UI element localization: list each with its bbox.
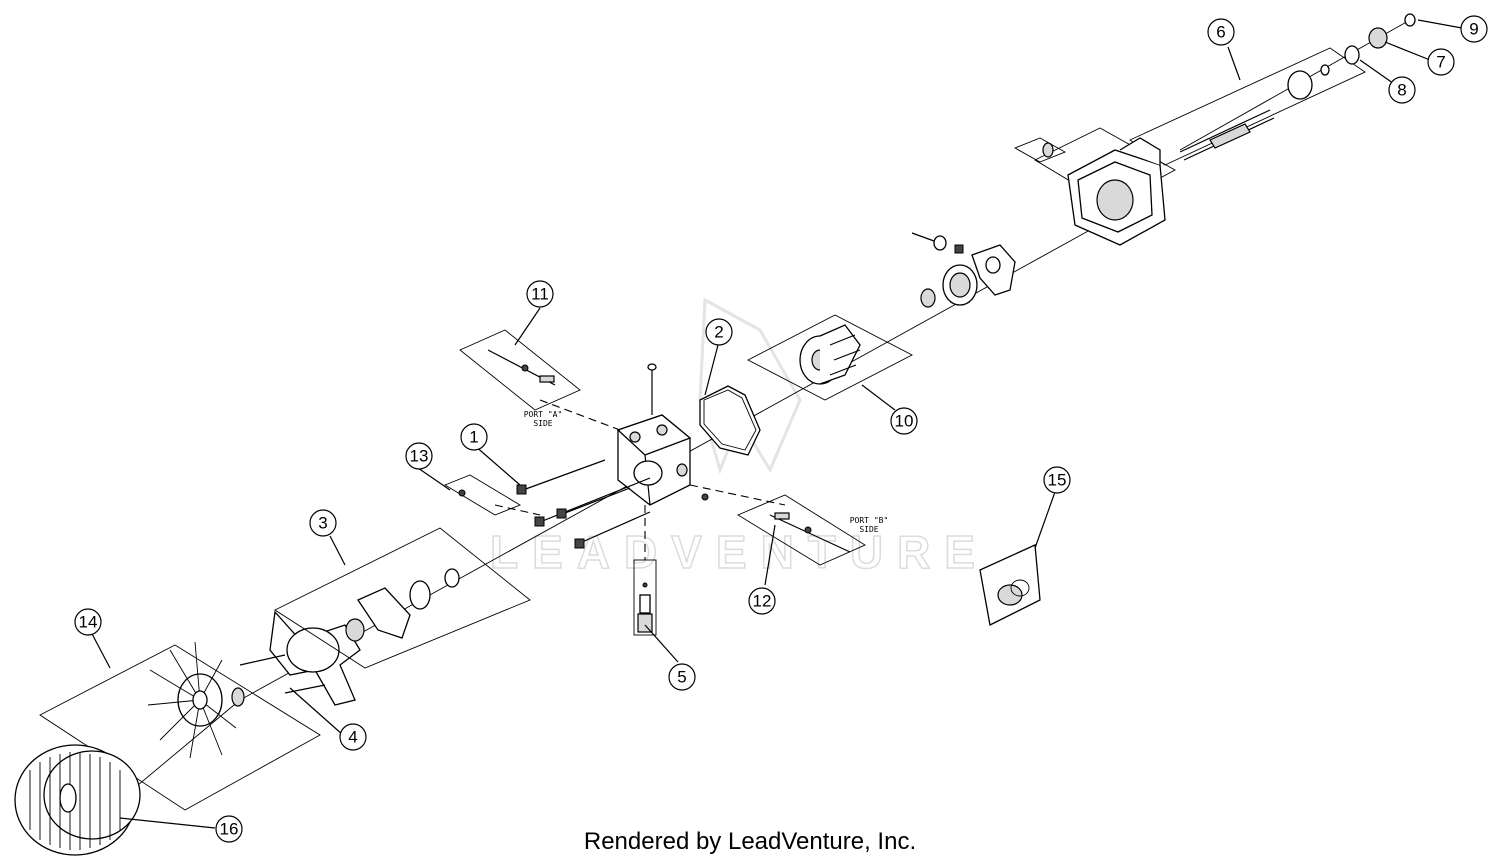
seal bbox=[1042, 142, 1054, 158]
seal-box bbox=[1013, 137, 1067, 163]
port-a-label: PORT "A" bbox=[524, 410, 563, 419]
callout-13: 13 bbox=[405, 442, 433, 470]
orifice-leader bbox=[494, 504, 541, 516]
callout-1: 1 bbox=[460, 423, 488, 451]
svg-text:14: 14 bbox=[79, 613, 98, 632]
callout-4: 4 bbox=[339, 723, 367, 751]
swashplate-assembly bbox=[911, 232, 1016, 308]
long-bolts bbox=[516, 459, 709, 549]
callout-12: 12 bbox=[748, 587, 776, 615]
callout-6: 6 bbox=[1207, 18, 1235, 46]
callout-7: 7 bbox=[1427, 48, 1455, 76]
svg-text:6: 6 bbox=[1216, 23, 1225, 42]
cylinder-group-box bbox=[747, 314, 913, 401]
end-cap-housing bbox=[345, 568, 460, 642]
svg-text:13: 13 bbox=[410, 447, 429, 466]
mounting-bracket bbox=[239, 610, 361, 706]
svg-text:5: 5 bbox=[677, 668, 686, 687]
cylinder-block bbox=[799, 324, 861, 385]
callout-8: 8 bbox=[1388, 76, 1416, 104]
port-a-box bbox=[459, 329, 581, 411]
check-valve-b bbox=[769, 512, 851, 553]
callout-11: 11 bbox=[526, 280, 554, 308]
port-b-leader bbox=[689, 484, 786, 506]
port-b-sublabel: SIDE bbox=[859, 525, 878, 534]
svg-text:12: 12 bbox=[753, 592, 772, 611]
svg-text:9: 9 bbox=[1469, 20, 1478, 39]
gasket bbox=[699, 385, 761, 456]
orifice-box bbox=[443, 474, 522, 516]
svg-text:4: 4 bbox=[348, 728, 357, 747]
port-b-label: PORT "B" bbox=[850, 516, 889, 525]
cooling-fan bbox=[147, 641, 245, 759]
housing-group-box bbox=[274, 527, 531, 669]
shaft-axis-front bbox=[119, 699, 241, 801]
port-a-leader bbox=[539, 399, 621, 431]
center-port-block bbox=[616, 363, 692, 506]
svg-text:8: 8 bbox=[1397, 81, 1406, 100]
check-valve-a bbox=[487, 349, 556, 386]
svg-text:10: 10 bbox=[895, 412, 914, 431]
callout-2: 2 bbox=[705, 318, 733, 346]
footer-credit: Rendered by LeadVenture, Inc. bbox=[583, 828, 917, 855]
svg-text:2: 2 bbox=[714, 323, 723, 342]
svg-text:15: 15 bbox=[1048, 471, 1067, 490]
watermark: LEADVENTURE bbox=[490, 526, 989, 578]
main-housing bbox=[1067, 137, 1166, 246]
fan-guard bbox=[14, 744, 141, 856]
relief-valve bbox=[633, 505, 657, 636]
callout-3: 3 bbox=[309, 509, 337, 537]
callout-10: 10 bbox=[890, 407, 918, 435]
gasket-kit bbox=[979, 544, 1041, 626]
input-shaft bbox=[1179, 64, 1330, 161]
callout-15: 15 bbox=[1043, 466, 1071, 494]
svg-text:3: 3 bbox=[318, 514, 327, 533]
callout-5: 5 bbox=[668, 663, 696, 691]
callout-16: 16 bbox=[215, 815, 243, 843]
svg-text:16: 16 bbox=[220, 820, 239, 839]
svg-text:11: 11 bbox=[531, 285, 549, 304]
port-a-sublabel: SIDE bbox=[533, 419, 552, 428]
orifice-plug bbox=[458, 489, 466, 497]
svg-text:7: 7 bbox=[1436, 53, 1445, 72]
callout-9: 9 bbox=[1460, 15, 1488, 43]
rear-seal-parts bbox=[1344, 13, 1416, 65]
callout-14: 14 bbox=[74, 608, 102, 636]
svg-text:1: 1 bbox=[469, 428, 478, 447]
callouts: 1 2 3 4 5 6 7 8 9 10 11 12 13 14 15 16 bbox=[74, 15, 1488, 843]
